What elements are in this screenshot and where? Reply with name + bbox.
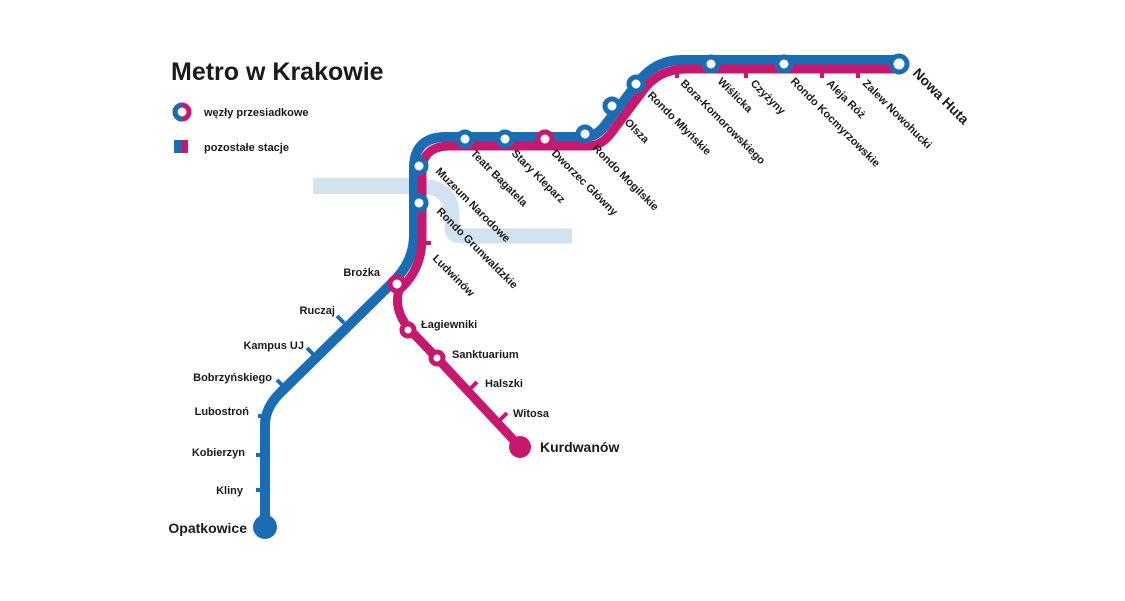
station-kocmyrzowskie[interactable] [774, 54, 794, 74]
label-kobierzyn: Kobierzyn [192, 447, 245, 459]
tick-bobrzynskiego [275, 378, 286, 389]
station-mogilskie[interactable] [575, 124, 595, 144]
magenta-line [392, 64, 900, 451]
station-dworzec[interactable] [535, 129, 555, 149]
tick-witosa [498, 411, 509, 422]
other-station-legend-icon [174, 140, 182, 153]
tick-halszki [468, 380, 479, 391]
map-title: Metro w Krakowie [171, 58, 384, 86]
label-witosa: Witosa [513, 408, 550, 420]
label-bobrzynskiego: Bobrzyńskiego [193, 372, 272, 384]
station-olsza[interactable] [602, 96, 622, 116]
station-teatr[interactable] [455, 129, 475, 149]
legend: węzły przesiadkowe pozostałe stacje [172, 102, 309, 154]
legend-interchange-label: węzły przesiadkowe [203, 107, 309, 119]
station-nowahuta[interactable] [888, 53, 910, 75]
interchange-legend-icon-blue [172, 102, 183, 122]
interchange-stations [387, 53, 910, 367]
label-brozka: Brożka [343, 267, 381, 279]
station-ticks [256, 69, 860, 492]
other-station-legend-icon-magenta [182, 140, 188, 153]
terminal-opatkowice[interactable] [253, 515, 277, 539]
station-kleparz[interactable] [495, 129, 515, 149]
station-sanktuarium[interactable] [428, 349, 446, 367]
station-brozka[interactable] [387, 274, 407, 294]
label-ruczaj: Ruczaj [300, 305, 335, 317]
label-olsza: Olsza [622, 117, 652, 147]
label-kliny: Kliny [216, 485, 244, 497]
label-grunwaldzkie: Rondo Grunwaldzkie [434, 206, 520, 292]
label-wislicka: Wiślicka [715, 76, 755, 116]
river [313, 178, 572, 244]
label-opatkowice: Opatkowice [168, 520, 247, 536]
label-czyzyny: Czyżyny [748, 78, 788, 118]
label-lubostron: Lubostroń [195, 406, 250, 418]
station-top-left[interactable] [409, 156, 429, 176]
station-wislicka[interactable] [701, 54, 721, 74]
horizontal-labels: Brożka Ruczaj Kampus UJ Bobrzyńskiego Lu… [168, 267, 619, 536]
rotated-labels: Muzeum Narodowe Teatr Bagatela Stary Kle… [430, 65, 973, 300]
legend-other-label: pozostałe stacje [204, 142, 289, 154]
label-kampus: Kampus UJ [243, 340, 304, 352]
label-lagiewniki: Łagiewniki [421, 319, 477, 331]
terminal-kurdwanow[interactable] [509, 436, 531, 458]
tick-kampus [305, 346, 316, 357]
station-lagiewniki[interactable] [399, 321, 417, 339]
tick-ruczaj [335, 314, 346, 325]
label-nowahuta: Nowa Huta [910, 65, 973, 128]
station-muzeum[interactable] [409, 193, 429, 213]
label-sanktuarium: Sanktuarium [452, 349, 519, 361]
label-ludwinow: Ludwinów [430, 253, 477, 300]
label-kurdwanow: Kurdwanów [540, 439, 619, 455]
station-mlynskie[interactable] [626, 74, 646, 94]
label-halszki: Halszki [485, 378, 523, 390]
